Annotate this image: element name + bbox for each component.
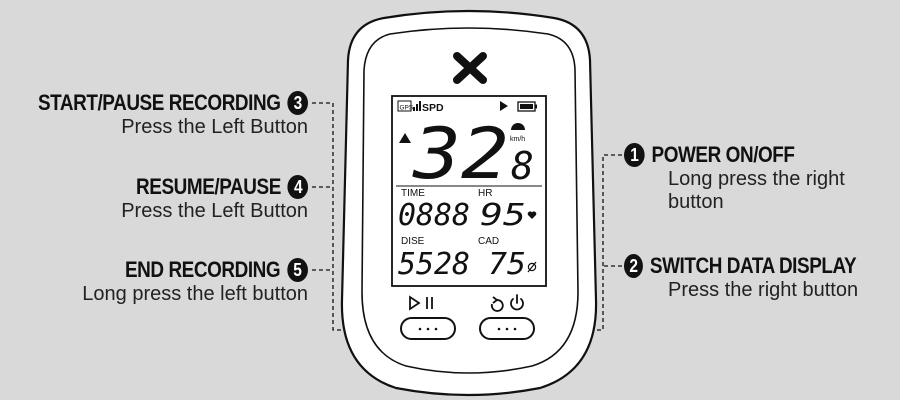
callout-title-row: END RECORDING 5 [114,257,308,283]
heart-icon [527,211,537,219]
callout-title-row: RESUME/PAUSE 4 [136,174,308,200]
speed-unit: km/h [510,136,525,143]
callout-resume-pause: RESUME/PAUSE 4 Press the Left Button [108,174,308,223]
callout-number-badge: 5 [287,258,308,282]
callout-title: POWER ON/OFF [651,142,795,167]
gps-box [397,100,412,112]
callout-number-badge: 1 [624,143,645,167]
field-cadence-value: 75 [488,247,526,282]
callout-title: START/PAUSE RECORDING [37,90,281,115]
callout-number-badge: 3 [287,91,308,115]
callout-title: RESUME/PAUSE [135,174,281,199]
cadence-icon [527,261,537,273]
field-hr-label: HR [478,188,492,199]
callout-number-badge: 4 [287,175,308,199]
callout-title-row: 2 SWITCH DATA DISPLAY [624,253,857,279]
callout-description: Press the Left Button [121,116,308,138]
callout-description: Press the right button [668,279,859,301]
callout-title-row: 1 POWER ON/OFF [624,142,830,168]
callout-title: END RECORDING [125,257,281,282]
left-button[interactable] [400,317,456,340]
callout-number-badge: 2 [624,254,644,278]
field-distance-value: 5528 [398,247,470,282]
callout-power: 1 POWER ON/OFF Long press the right butt… [624,142,864,214]
callout-start-pause: START/PAUSE RECORDING 3 Press the Left B… [0,90,308,139]
brand-logo [453,52,487,84]
callout-description: Long press the right button [668,168,845,213]
field-distance-label: DISE [401,236,425,247]
right-button[interactable] [479,317,535,340]
refresh-icon [490,296,504,312]
speed-decimal-value: 8 [511,144,534,188]
field-cadence-label: CAD [478,236,499,247]
speed-trend-up-icon [399,133,411,143]
gps-status: GPS [400,105,414,112]
callout-description: Press the Left Button [121,200,308,222]
field-time-value: 0888 [398,198,470,233]
sensor-status: SPD [422,102,444,114]
field-time-label: TIME [401,188,425,199]
callout-title: SWITCH DATA DISPLAY [649,253,857,278]
power-icon [510,294,524,311]
field-hr-value: 95 [480,198,526,233]
signal-bars-icon [413,101,421,111]
play-pause-icon [409,295,433,311]
speedometer-icon [511,123,525,130]
callout-switch-display: 2 SWITCH DATA DISPLAY Press the right bu… [624,253,894,302]
recording-play-icon [500,101,508,111]
callout-title-row: START/PAUSE RECORDING 3 [38,90,308,116]
speed-value: 32 [412,113,509,195]
callout-description: Long press the left button [82,283,308,305]
callout-end-recording: END RECORDING 5 Long press the left butt… [82,257,308,306]
battery-icon [517,101,537,112]
